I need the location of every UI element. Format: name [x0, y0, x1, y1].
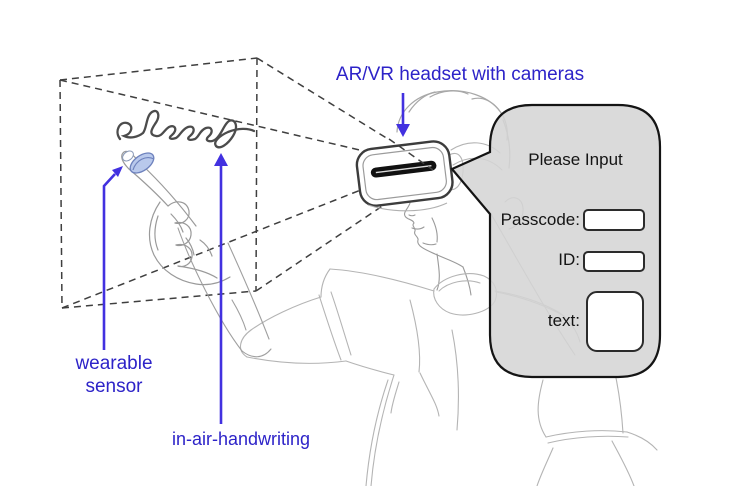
headset-annotation-label: AR/VR headset with cameras — [335, 64, 585, 85]
fingertip-sensor-icon — [129, 152, 155, 174]
id-input-box[interactable] — [583, 251, 645, 272]
forearm-sketch — [177, 227, 272, 358]
frustum-line-over-headset — [388, 138, 434, 171]
bubble-title: Please Input — [528, 150, 623, 169]
wearable-sensor-label-line2: sensor — [85, 376, 143, 397]
handwriting-scribble — [116, 109, 256, 149]
text-label: text: — [547, 311, 580, 330]
fingernail-sketch — [122, 150, 134, 162]
text-input-box[interactable] — [586, 291, 644, 352]
handwriting-annotation-label: in-air-handwriting — [171, 429, 311, 449]
passcode-label: Passcode: — [500, 210, 580, 229]
id-label: ID: — [558, 250, 580, 269]
arrow-up-to-handwriting-icon — [214, 153, 228, 424]
wearable-sensor-label-line1: wearable — [75, 353, 153, 374]
face-sketch — [404, 202, 472, 296]
wearable-sensor-annotation-label: wearable sensor — [50, 352, 178, 398]
annotation-arrows — [102, 93, 410, 424]
arrow-down-to-headset-icon — [396, 93, 410, 137]
passcode-input-box[interactable] — [583, 209, 645, 231]
arrow-up-to-sensor-icon — [102, 166, 123, 350]
vr-headset-drawing — [355, 140, 454, 207]
